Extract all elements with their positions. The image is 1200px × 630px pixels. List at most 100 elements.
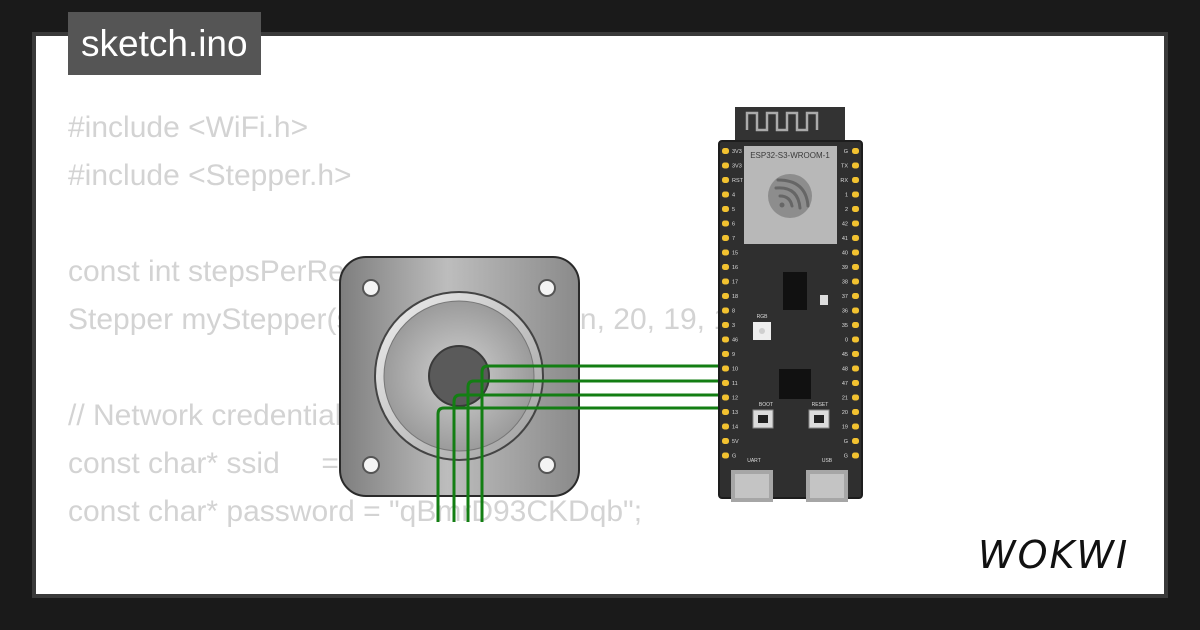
mount-hole-icon xyxy=(538,456,556,474)
pin-label: 11 xyxy=(732,381,738,387)
pin-label: 39 xyxy=(842,265,848,271)
mount-hole-icon xyxy=(362,279,380,297)
pin-label: 20 xyxy=(842,410,848,416)
usb-port[interactable] xyxy=(806,470,848,502)
pin-label: 0 xyxy=(845,338,848,344)
boot-label: BOOT xyxy=(759,402,773,408)
pin-label: 1 xyxy=(845,193,848,199)
pin-pad[interactable] xyxy=(722,206,729,212)
pin-pad[interactable] xyxy=(852,162,859,169)
pin-pad[interactable] xyxy=(852,409,859,415)
pin-pad[interactable] xyxy=(722,249,729,256)
pin-pad[interactable] xyxy=(852,148,859,154)
espressif-logo-icon xyxy=(768,174,812,218)
pin-pad[interactable] xyxy=(722,177,729,183)
pin-label: G xyxy=(844,454,848,460)
pin-pad[interactable] xyxy=(852,452,859,459)
wire-b[interactable] xyxy=(452,393,857,522)
pin-pad[interactable] xyxy=(852,423,859,430)
pin-pad[interactable] xyxy=(852,293,859,299)
stepper-motor[interactable] xyxy=(339,256,580,497)
pin-label: 47 xyxy=(842,381,848,387)
pin-label: 8 xyxy=(732,309,735,315)
pin-pad[interactable] xyxy=(852,394,859,401)
code-line: #include <WiFi.h> xyxy=(68,111,309,144)
pin-pad[interactable] xyxy=(722,409,729,415)
pin-pad[interactable] xyxy=(852,380,859,386)
mount-hole-icon xyxy=(538,279,556,297)
wire-c[interactable] xyxy=(466,379,857,522)
filename-tab[interactable]: sketch.ino xyxy=(68,12,261,75)
pin-pad[interactable] xyxy=(722,293,729,299)
pin-pad[interactable] xyxy=(852,351,859,357)
pin-label: 5V xyxy=(732,439,739,445)
esp32-s3-board[interactable]: ESP32-S3-WROOM-1 RGB BOOT RESET UART USB xyxy=(718,107,863,502)
pin-pad[interactable] xyxy=(722,307,729,314)
pin-label: 6 xyxy=(732,222,735,228)
led-indicator xyxy=(820,295,828,305)
pin-pad[interactable] xyxy=(722,162,729,169)
reset-button[interactable] xyxy=(808,409,830,429)
pin-pad[interactable] xyxy=(722,336,729,343)
pin-pad[interactable] xyxy=(722,452,729,459)
wires xyxy=(436,364,857,522)
pin-label: 12 xyxy=(732,396,738,402)
pin-label: 2 xyxy=(845,207,848,213)
pin-pad[interactable] xyxy=(722,380,729,386)
pin-pad[interactable] xyxy=(722,322,729,328)
reset-label: RESET xyxy=(812,402,829,408)
pin-pad[interactable] xyxy=(722,365,729,372)
wire-d[interactable] xyxy=(480,364,857,522)
wire-a[interactable] xyxy=(436,406,857,522)
pin-pad[interactable] xyxy=(722,235,729,241)
pin-label: 18 xyxy=(732,294,738,300)
pin-label: 19 xyxy=(842,425,848,431)
pin-pad[interactable] xyxy=(722,220,729,227)
pin-pad[interactable] xyxy=(722,191,729,198)
pin-pad[interactable] xyxy=(852,177,859,183)
pin-pad[interactable] xyxy=(852,307,859,314)
pin-pad[interactable] xyxy=(852,206,859,212)
pin-label: 36 xyxy=(842,309,848,315)
pin-pad[interactable] xyxy=(722,264,729,270)
pin-label: 3V3 xyxy=(732,164,742,170)
uart-port[interactable] xyxy=(731,470,773,502)
rgb-label: RGB xyxy=(757,314,769,320)
pin-pad[interactable] xyxy=(852,191,859,198)
pin-pad[interactable] xyxy=(722,148,729,154)
boot-button[interactable] xyxy=(752,409,774,429)
pin-pad[interactable] xyxy=(852,322,859,328)
pin-pad[interactable] xyxy=(852,438,859,444)
pin-pad[interactable] xyxy=(852,249,859,256)
pin-label: 14 xyxy=(732,425,738,431)
code-line: // Network credentials xyxy=(68,399,357,432)
pin-label: 41 xyxy=(842,236,848,242)
pin-label: 38 xyxy=(842,280,848,286)
pin-pad[interactable] xyxy=(722,423,729,430)
pin-pad[interactable] xyxy=(852,278,859,285)
pin-label: 48 xyxy=(842,367,848,373)
pin-label: 7 xyxy=(732,236,735,242)
uart-label: UART xyxy=(747,458,761,464)
pin-pad[interactable] xyxy=(852,365,859,372)
pin-label: 17 xyxy=(732,280,738,286)
project-preview-card: #include <WiFi.h> #include <Stepper.h> con… xyxy=(36,36,1164,594)
pin-pad[interactable] xyxy=(722,351,729,357)
pin-label: 3 xyxy=(732,323,735,329)
usb-label: USB xyxy=(822,458,833,464)
code-line: #include <Stepper.h> xyxy=(68,159,352,192)
pin-pad[interactable] xyxy=(852,336,859,343)
pin-label: 46 xyxy=(732,338,738,344)
pin-pad[interactable] xyxy=(722,438,729,444)
pin-label: TX xyxy=(841,164,848,170)
pin-pad[interactable] xyxy=(852,220,859,227)
pin-pad[interactable] xyxy=(722,278,729,285)
pin-pad[interactable] xyxy=(852,264,859,270)
pin-pad[interactable] xyxy=(722,394,729,401)
pin-label: 42 xyxy=(842,222,848,228)
code-line: const char* password = "qBmrD93CKDqb"; xyxy=(68,495,643,528)
pin-pad[interactable] xyxy=(852,235,859,241)
